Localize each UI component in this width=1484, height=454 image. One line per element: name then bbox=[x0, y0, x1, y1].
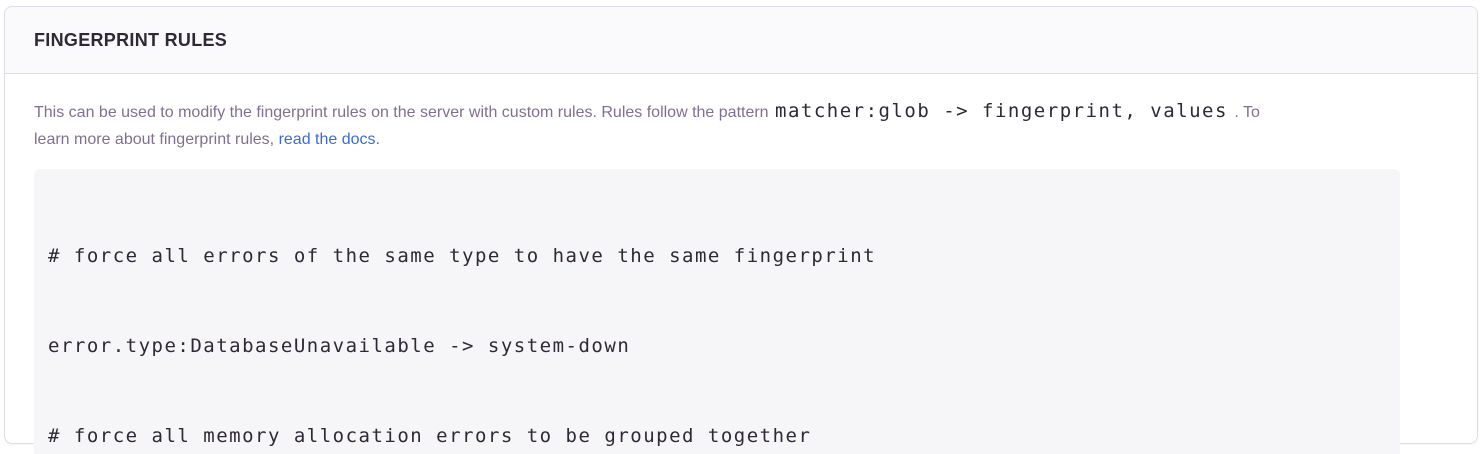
example-code-line: # force all errors of the same type to h… bbox=[48, 245, 877, 267]
description-line2: learn more about fingerprint rules, read… bbox=[34, 126, 1448, 153]
panel-title: FINGERPRINT RULES bbox=[34, 29, 228, 50]
read-the-docs-link[interactable]: read the docs. bbox=[278, 131, 380, 148]
example-code-line: # force all memory allocation errors to … bbox=[48, 425, 812, 447]
panel-header: FINGERPRINT RULES bbox=[5, 7, 1477, 74]
fingerprint-rules-panel: FINGERPRINT RULES This can be used to mo… bbox=[4, 6, 1478, 454]
example-code-line: error.type:DatabaseUnavailable -> system… bbox=[48, 335, 631, 357]
example-code-block: # force all errors of the same type to h… bbox=[34, 169, 1400, 454]
description-line2-text: learn more about fingerprint rules, bbox=[34, 131, 275, 148]
pattern-inline-code: matcher:glob -> fingerprint, values bbox=[775, 100, 1228, 122]
description-line1-prefix: This can be used to modify the fingerpri… bbox=[34, 104, 769, 121]
panel-body: This can be used to modify the fingerpri… bbox=[5, 74, 1477, 454]
description-line1-suffix: . To bbox=[1234, 104, 1260, 121]
description-text: This can be used to modify the fingerpri… bbox=[34, 99, 1448, 153]
